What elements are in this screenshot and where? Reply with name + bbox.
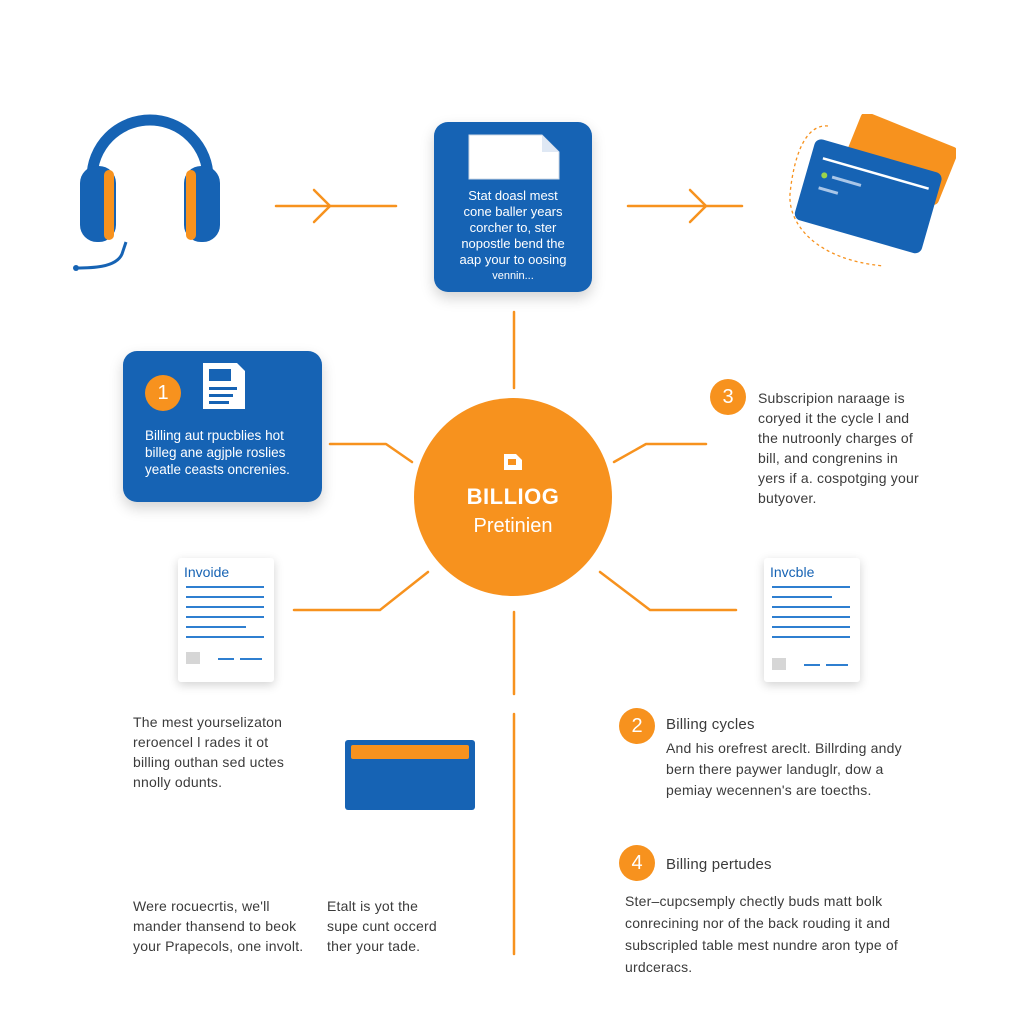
step3-line: bill, and congrenins in xyxy=(758,450,899,466)
card-stripe xyxy=(351,745,469,759)
step2-title: Billing cycles xyxy=(666,716,755,733)
credit-card-icon xyxy=(776,112,958,274)
document-card: Stat doasl mest cone baller years corche… xyxy=(434,122,592,292)
invoice-line xyxy=(186,606,264,608)
step3-line: coryed it the cycle l and xyxy=(758,410,910,426)
step4-line: urdceracs. xyxy=(625,959,693,975)
invoice-box xyxy=(186,652,200,664)
step2-line: bern there paywer landuglr, dow a xyxy=(666,761,884,777)
invoice-document-right: Invcble xyxy=(764,558,860,682)
document-icon xyxy=(201,361,247,411)
doc-card-line: Stat doasl mest xyxy=(468,188,558,203)
doc-card-line: vennin... xyxy=(492,270,534,282)
invoice-document-left: Invoide xyxy=(178,558,274,682)
document-icon xyxy=(468,134,560,180)
step4-number-badge: 4 xyxy=(619,845,655,881)
document-card-text: Stat doasl mest cone baller years corche… xyxy=(434,188,592,284)
text-bottom-mid-line: Etalt is yot the xyxy=(327,898,419,914)
invoice-line xyxy=(186,616,264,618)
step4-title: Billing pertudes xyxy=(666,856,772,873)
step2-line: And his orefrest areclt. Billrding andy xyxy=(666,740,902,756)
invoice-line xyxy=(772,606,850,608)
text-left-mid-line: reroencel l rades it ot xyxy=(133,734,269,750)
doc-card-line: aap your to oosing xyxy=(459,252,567,267)
step3-line: Subscripion naraage is xyxy=(758,390,905,406)
step3-number-badge: 3 xyxy=(710,379,746,415)
invoice-line xyxy=(186,586,264,588)
invoice-box xyxy=(772,658,786,670)
text-bottom-mid-line: supe cunt occerd xyxy=(327,918,437,934)
text-bottom-mid: Etalt is yot the supe cunt occerd ther y… xyxy=(327,896,497,956)
text-bottom-left-line: Were rocuecrtis, we'll xyxy=(133,898,270,914)
step3-line: the nutroonly charges of xyxy=(758,430,914,446)
text-left-mid-line: nnolly odunts. xyxy=(133,774,223,790)
invoice-line xyxy=(240,658,262,660)
step3-text: Subscripion naraage is coryed it the cyc… xyxy=(758,388,1008,508)
credit-card-icon xyxy=(345,740,475,810)
step1-number-badge: 1 xyxy=(145,375,181,411)
doc-card-line: corcher to, ster xyxy=(469,220,557,235)
step4-line: conrecining nor of the back rouding it a… xyxy=(625,915,891,931)
step4-line: Ster–cupcsemply chectly buds matt bolk xyxy=(625,893,883,909)
step2-line: pemiay wecennen's are toecths. xyxy=(666,782,872,798)
invoice-title: Invcble xyxy=(770,564,815,580)
invoice-line xyxy=(186,626,246,628)
invoice-line xyxy=(186,636,264,638)
text-left-mid-line: billing outhan sed uctes xyxy=(133,754,285,770)
invoice-line xyxy=(772,636,850,638)
text-bottom-left: Were rocuecrtis, we'll mander thansend t… xyxy=(133,896,323,956)
step1-card: 1 Billing aut rpucblies hot billeg ane a… xyxy=(123,351,322,502)
text-bottom-mid-line: ther your tade. xyxy=(327,938,421,954)
invoice-title: Invoide xyxy=(184,564,230,580)
text-bottom-left-line: your Prapecols, one involt. xyxy=(133,938,304,954)
text-left-mid-line: The mest yourselizaton xyxy=(133,714,283,730)
step4-text: Ster–cupcsemply chectly buds matt bolk c… xyxy=(625,890,955,978)
doc-card-line: nopostle bend the xyxy=(461,236,565,251)
hub-subtitle: Pretinien xyxy=(473,515,553,537)
billing-icon xyxy=(502,450,524,472)
step1-line: Billing aut rpucblies hot xyxy=(145,428,284,443)
doc-card-line: cone baller years xyxy=(463,204,563,219)
text-left-mid: The mest yourselizaton reroencel l rades… xyxy=(133,712,333,792)
invoice-line xyxy=(772,596,832,598)
step3-line: butyover. xyxy=(758,490,817,506)
step1-text: Billing aut rpucblies hot billeg ane agj… xyxy=(145,427,325,478)
step1-line: billeg ane agjple roslies xyxy=(145,445,286,460)
step3-line: yers if a. cospotging your xyxy=(758,470,919,486)
billing-hub: BILLIOG Pretinien xyxy=(414,398,612,596)
invoice-line xyxy=(218,658,234,660)
step1-line: yeatle ceasts oncrenies. xyxy=(145,462,290,477)
invoice-line xyxy=(772,616,850,618)
invoice-line xyxy=(804,664,820,666)
text-bottom-left-line: mander thansend to beok xyxy=(133,918,297,934)
invoice-line xyxy=(772,626,850,628)
invoice-line xyxy=(186,596,264,598)
hub-title: BILLIOG xyxy=(466,484,560,509)
step2-text: And his orefrest areclt. Billrding andy … xyxy=(666,738,966,801)
invoice-line xyxy=(826,664,848,666)
step4-line: subscripled table mest nundre aron type … xyxy=(625,937,898,953)
headphones-icon xyxy=(70,92,230,278)
step2-number-badge: 2 xyxy=(619,708,655,744)
invoice-line xyxy=(772,586,850,588)
